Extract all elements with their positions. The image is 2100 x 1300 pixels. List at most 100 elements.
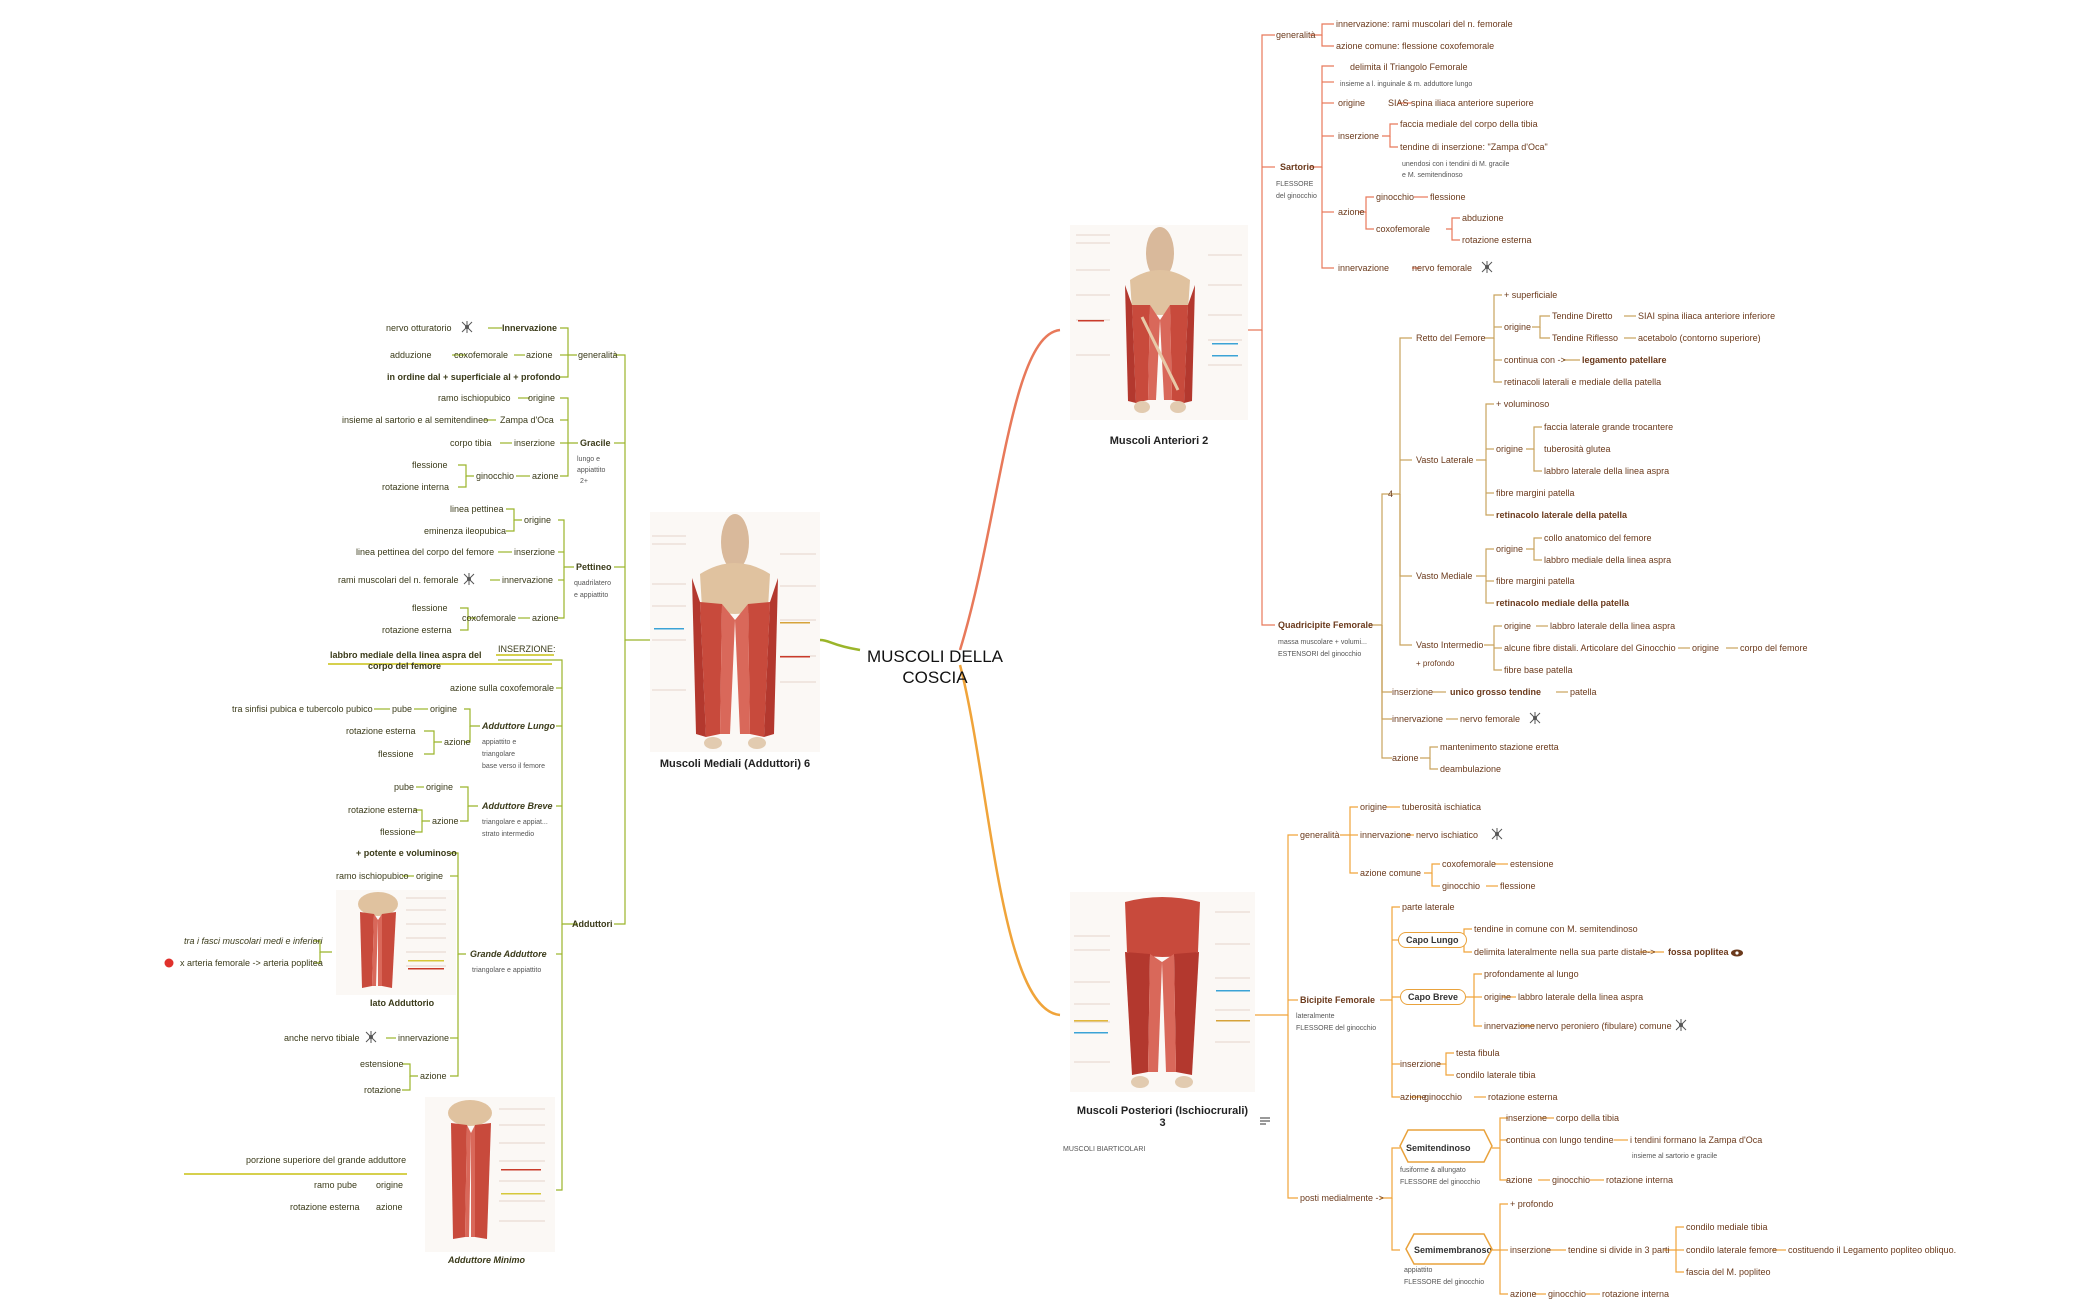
- post-fascia-popliteo[interactable]: fascia del M. popliteo: [1686, 1267, 1771, 1277]
- ant-vi-origine[interactable]: origine: [1504, 621, 1532, 631]
- ant-q-azione[interactable]: azione: [1392, 753, 1419, 763]
- med-pettineo-azione[interactable]: azione: [532, 613, 559, 623]
- post-profondamente[interactable]: profondamente al lungo: [1484, 969, 1579, 979]
- post-st-ginocchio[interactable]: ginocchio: [1552, 1175, 1591, 1185]
- med-tra-fasci[interactable]: tra i fasci muscolari medi e inferiori: [184, 936, 323, 946]
- ant-sartorio[interactable]: Sartorio: [1280, 162, 1315, 172]
- med-grande-origine[interactable]: origine: [416, 871, 444, 881]
- post-nervo-peroniero[interactable]: nervo peroniero (fibulare) comune: [1536, 1021, 1672, 1031]
- adduttore-minimo-label[interactable]: Adduttore Minimo: [448, 1255, 525, 1265]
- med-breve-azione[interactable]: azione: [432, 816, 459, 826]
- post-inserzione[interactable]: inserzione: [1400, 1059, 1442, 1069]
- med-pettineo-innervazione[interactable]: innervazione: [502, 575, 554, 585]
- ant-fibre-base[interactable]: fibre base patella: [1504, 665, 1573, 675]
- ant-generalita[interactable]: generalità: [1276, 30, 1316, 40]
- ant-faccia-laterale[interactable]: faccia laterale grande trocantere: [1544, 422, 1674, 432]
- post-generalita[interactable]: generalità: [1300, 830, 1340, 840]
- ant-q-innervazione[interactable]: innervazione: [1392, 714, 1444, 724]
- ant-azione[interactable]: azione: [1338, 207, 1365, 217]
- post-sm-azione[interactable]: azione: [1510, 1289, 1537, 1299]
- ant-acetabolo[interactable]: acetabolo (contorno superiore): [1638, 333, 1761, 343]
- post-nervo-ischiatico[interactable]: nervo ischiatico: [1416, 830, 1479, 840]
- ant-superficiale[interactable]: + superficiale: [1504, 290, 1558, 300]
- ant-labbro-laterale[interactable]: labbro laterale della linea aspra: [1544, 466, 1670, 476]
- post-posti-medialmente[interactable]: posti medialmente ->: [1300, 1193, 1384, 1203]
- med-gracile[interactable]: Gracile: [580, 438, 611, 448]
- med-eminenza[interactable]: eminenza ileopubica: [424, 526, 507, 536]
- med-potente[interactable]: + potente e voluminoso: [356, 848, 457, 858]
- ant-vl-origine[interactable]: origine: [1496, 444, 1524, 454]
- med-lungo-azione[interactable]: azione: [444, 737, 471, 747]
- ant-rotazione-esterna[interactable]: rotazione esterna: [1462, 235, 1532, 245]
- post-cb-innervazione[interactable]: innervazione: [1484, 1021, 1536, 1031]
- med-gracile-inserzione[interactable]: inserzione: [514, 438, 556, 448]
- ant-abduzione[interactable]: abduzione: [1462, 213, 1504, 223]
- ant-vm-origine[interactable]: origine: [1496, 544, 1524, 554]
- post-azione[interactable]: azione: [1400, 1092, 1427, 1102]
- med-minimo-azione[interactable]: azione: [376, 1202, 403, 1212]
- ant-flessione[interactable]: flessione: [1430, 192, 1466, 202]
- ant-tendine-inserzione[interactable]: tendine di inserzione: "Zampa d'Oca": [1400, 142, 1548, 152]
- med-pube-2[interactable]: pube: [394, 782, 415, 792]
- ant-retinacoli[interactable]: retinacoli laterali e mediale della pate…: [1504, 377, 1662, 387]
- ant-labbro-laterale-2[interactable]: labbro laterale della linea aspra: [1550, 621, 1676, 631]
- med-generalita[interactable]: generalità: [578, 350, 618, 360]
- med-rotazione-esterna-4[interactable]: rotazione esterna: [290, 1202, 360, 1212]
- post-fossa-poplitea[interactable]: fossa poplitea: [1668, 947, 1729, 957]
- ant-nervo-femorale[interactable]: nervo femorale: [1412, 263, 1473, 273]
- post-sm-ginocchio[interactable]: ginocchio: [1548, 1289, 1587, 1299]
- post-parte-laterale[interactable]: parte laterale: [1402, 902, 1455, 912]
- med-pettineo-coxofemorale[interactable]: coxofemorale: [462, 613, 517, 623]
- med-grande-innervazione[interactable]: innervazione: [398, 1033, 450, 1043]
- post-tendine-divide[interactable]: tendine si divide in 3 parti: [1568, 1245, 1670, 1255]
- post-tuberosita[interactable]: tuberosità ischiatica: [1402, 802, 1482, 812]
- med-labbro-mediale-2[interactable]: corpo del femore: [368, 661, 442, 671]
- med-lungo-origine[interactable]: origine: [430, 704, 458, 714]
- ant-inserzione[interactable]: inserzione: [1338, 131, 1380, 141]
- post-delimita[interactable]: delimita lateralmente nella sua parte di…: [1474, 947, 1656, 957]
- ant-faccia-mediale[interactable]: faccia mediale del corpo della tibia: [1400, 119, 1538, 129]
- post-ginocchio[interactable]: ginocchio: [1442, 881, 1481, 891]
- ant-vasto-mediale[interactable]: Vasto Mediale: [1416, 571, 1473, 581]
- med-minimo-origine[interactable]: origine: [376, 1180, 404, 1190]
- post-capo-lungo[interactable]: Capo Lungo: [1398, 932, 1467, 948]
- post-azione-comune[interactable]: azione comune: [1360, 868, 1422, 878]
- ant-retinacolo-mediale[interactable]: retinacolo mediale della patella: [1496, 598, 1630, 608]
- ant-mantenimento[interactable]: mantenimento stazione eretta: [1440, 742, 1559, 752]
- ant-sias[interactable]: SIAS spina iliaca anteriore superiore: [1388, 98, 1534, 108]
- med-labbro-mediale-1[interactable]: labbro mediale della linea aspra del: [330, 650, 482, 660]
- med-rotazione-esterna[interactable]: rotazione esterna: [382, 625, 452, 635]
- post-cb-origine[interactable]: origine: [1484, 992, 1512, 1002]
- med-grande-azione[interactable]: azione: [420, 1071, 447, 1081]
- med-arteria[interactable]: x arteria femorale -> arteria poplitea: [180, 958, 323, 968]
- post-tendine-comune[interactable]: tendine in comune con M. semitendinoso: [1474, 924, 1638, 934]
- med-rotazione[interactable]: rotazione: [364, 1085, 402, 1095]
- post-rotazione-esterna[interactable]: rotazione esterna: [1488, 1092, 1558, 1102]
- post-cb-labbro[interactable]: labbro laterale della linea aspra: [1518, 992, 1644, 1002]
- post-condilo-mediale[interactable]: condilo mediale tibia: [1686, 1222, 1768, 1232]
- med-flessione[interactable]: flessione: [412, 460, 448, 470]
- central-topic[interactable]: MUSCOLI DELLA COSCIA: [855, 646, 1015, 688]
- med-rotazione-interna[interactable]: rotazione interna: [382, 482, 450, 492]
- post-ginocchio-2[interactable]: ginocchio: [1424, 1092, 1463, 1102]
- post-sm-profondo[interactable]: + profondo: [1510, 1199, 1554, 1209]
- med-corpo-tibia[interactable]: corpo tibia: [450, 438, 492, 448]
- med-pettineo-inserzione[interactable]: inserzione: [514, 547, 556, 557]
- post-sm-rotazione-interna[interactable]: rotazione interna: [1602, 1289, 1670, 1299]
- ant-vasto-laterale[interactable]: Vasto Laterale: [1416, 455, 1474, 465]
- post-innervazione[interactable]: innervazione: [1360, 830, 1412, 840]
- ant-gen-azione[interactable]: azione comune: flessione coxofemorale: [1336, 41, 1495, 51]
- med-nervo-tibiale[interactable]: anche nervo tibiale: [284, 1033, 360, 1043]
- post-estensione[interactable]: estensione: [1510, 859, 1554, 869]
- ant-ginocchio[interactable]: ginocchio: [1376, 192, 1415, 202]
- ant-vasto-intermedio[interactable]: Vasto Intermedio: [1416, 640, 1484, 650]
- med-adduttore-breve[interactable]: Adduttore Breve: [482, 801, 553, 811]
- post-condilo-laterale-femore[interactable]: condilo laterale femore: [1686, 1245, 1778, 1255]
- ant-legamento-patellare[interactable]: legamento patellare: [1582, 355, 1667, 365]
- post-condilo-laterale[interactable]: condilo laterale tibia: [1456, 1070, 1536, 1080]
- med-linea-pettinea[interactable]: linea pettinea: [450, 504, 504, 514]
- med-flessione-3[interactable]: flessione: [378, 749, 414, 759]
- med-sinfisi[interactable]: tra sinfisi pubica e tubercolo pubico: [232, 704, 373, 714]
- ant-collo[interactable]: collo anatomico del femore: [1544, 533, 1652, 543]
- med-ramo-pube[interactable]: ramo pube: [314, 1180, 358, 1190]
